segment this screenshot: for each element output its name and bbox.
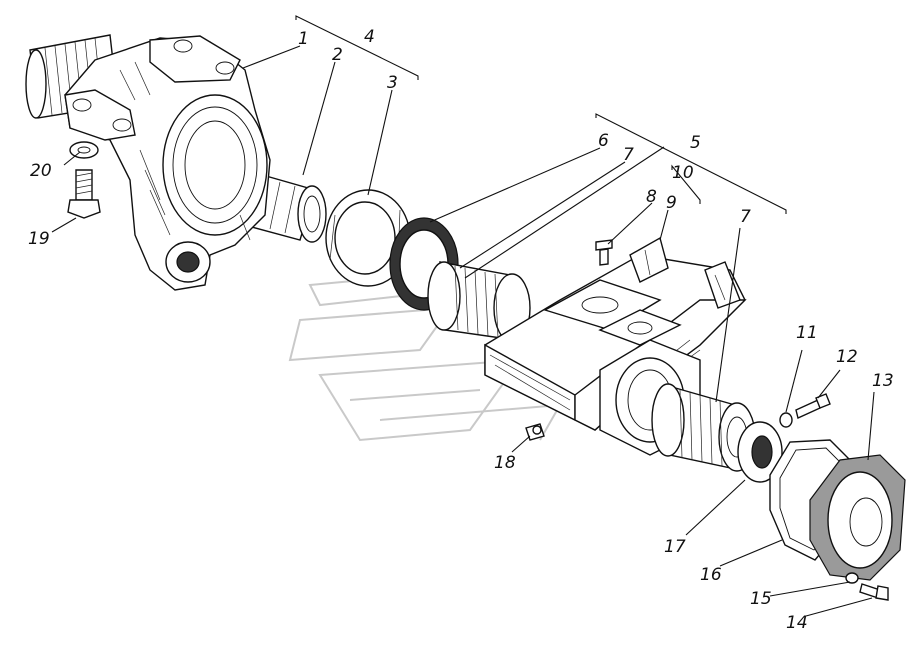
label-1: 1	[298, 29, 309, 49]
bolt-12	[795, 393, 831, 419]
label-9: 9	[666, 193, 677, 213]
washer-11	[779, 412, 793, 428]
ring-3	[325, 189, 411, 287]
label-8: 8	[646, 187, 657, 207]
cover-13	[809, 454, 906, 581]
bolt-19	[67, 169, 101, 219]
label-6: 6	[598, 131, 609, 151]
label-16: 16	[700, 565, 722, 585]
washer-20	[69, 141, 99, 159]
label-19: 19	[28, 229, 50, 249]
label-15: 15	[750, 589, 772, 609]
label-7a: 7	[623, 145, 634, 165]
label-3: 3	[387, 73, 398, 93]
label-20: 20	[30, 161, 52, 181]
label-10: 10	[672, 163, 694, 183]
label-18: 18	[494, 453, 516, 473]
label-4: 4	[364, 27, 375, 47]
label-2: 2	[332, 45, 343, 65]
grease-fitting-18	[525, 423, 545, 441]
label-12: 12	[836, 347, 858, 367]
bolt-14	[859, 583, 889, 601]
label-7b: 7	[740, 207, 751, 227]
part-labels: 1 2 3 4 5 6 7 7 8 9 10 11 12 13 14 15 16…	[28, 27, 894, 633]
bearing-7-right	[651, 383, 756, 472]
label-11: 11	[796, 323, 818, 343]
label-5: 5	[690, 133, 701, 153]
leader-lines	[51, 15, 875, 617]
washer-15	[845, 572, 859, 584]
nut-17	[737, 421, 783, 483]
label-13: 13	[872, 371, 894, 391]
label-14: 14	[786, 613, 808, 633]
axle-housing	[25, 34, 271, 291]
label-17: 17	[664, 537, 686, 557]
pin-8	[595, 239, 613, 266]
